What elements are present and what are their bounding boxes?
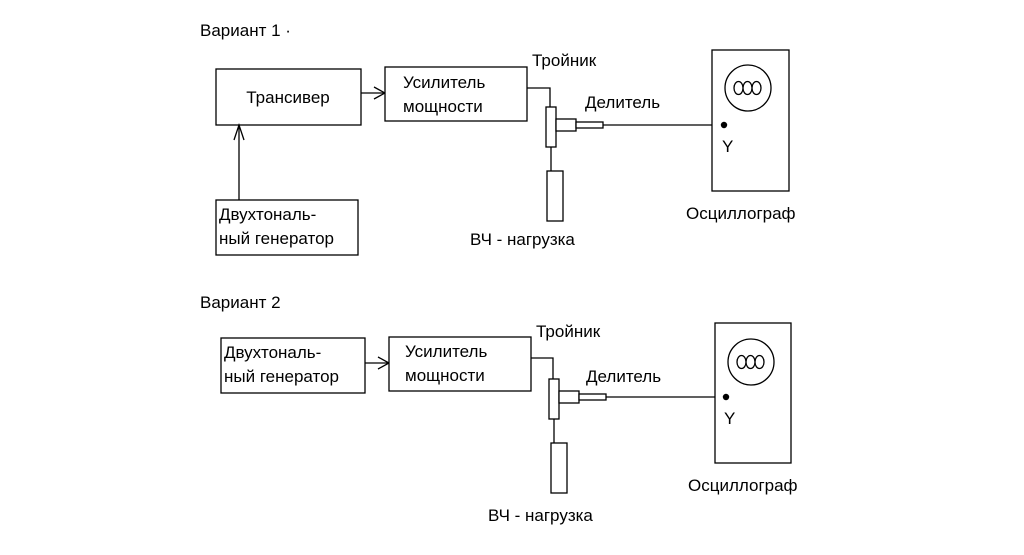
scope-input-label: Y bbox=[722, 137, 733, 156]
arrow-head bbox=[233, 122, 245, 141]
oscilloscope-label: Осциллограф bbox=[686, 204, 796, 223]
variant-2: Вариант 2 Двухтональ- ный генератор Усил… bbox=[200, 293, 798, 525]
rf-load-box bbox=[550, 442, 568, 494]
variant-2-title: Вариант 2 bbox=[200, 293, 281, 312]
tee-horizontal bbox=[555, 118, 577, 132]
tee-label: Тройник bbox=[532, 51, 597, 70]
amplifier-label-line2: мощности bbox=[405, 366, 485, 385]
amplifier-label-line1: Усилитель bbox=[403, 73, 485, 92]
rf-load-label: ВЧ - нагрузка bbox=[470, 230, 575, 249]
wire-amplifier-to-tee bbox=[531, 357, 554, 379]
scope-input-label: Y bbox=[724, 409, 735, 428]
generator-label-line1: Двухтональ- bbox=[219, 205, 316, 224]
oscilloscope-screen bbox=[724, 64, 772, 112]
transceiver-label: Трансивер bbox=[246, 88, 329, 107]
rf-load-box bbox=[546, 170, 564, 222]
variant-1-title: Вариант 1 · bbox=[200, 21, 291, 40]
divider-label: Делитель bbox=[585, 93, 660, 112]
input-terminal bbox=[722, 393, 730, 401]
tee-label: Тройник bbox=[536, 322, 601, 341]
oscilloscope-label: Осциллограф bbox=[688, 476, 798, 495]
amplifier-label-line1: Усилитель bbox=[405, 342, 487, 361]
lissajous-icon bbox=[736, 354, 765, 370]
lissajous-icon bbox=[733, 80, 762, 96]
tee-horizontal bbox=[558, 390, 580, 404]
rf-load-label: ВЧ - нагрузка bbox=[488, 506, 593, 525]
amplifier-label-line2: мощности bbox=[403, 97, 483, 116]
tee-vertical bbox=[548, 378, 560, 420]
oscilloscope-box bbox=[711, 49, 790, 192]
transceiver-box bbox=[215, 68, 362, 126]
generator-box bbox=[215, 199, 359, 256]
oscilloscope-box bbox=[714, 322, 792, 464]
input-terminal bbox=[720, 121, 728, 129]
wire-amplifier-to-tee bbox=[527, 87, 551, 107]
divider-body bbox=[578, 393, 607, 401]
generator-label-line2: ный генератор bbox=[219, 229, 334, 248]
oscilloscope-screen bbox=[727, 338, 775, 386]
generator-label-line2: ный генератор bbox=[224, 367, 339, 386]
amplifier-box bbox=[384, 66, 528, 122]
generator-label-line1: Двухтональ- bbox=[224, 343, 321, 362]
tee-vertical bbox=[545, 106, 557, 148]
amplifier-box bbox=[388, 336, 532, 392]
variant-1: Вариант 1 · Трансивер Усилитель мощности… bbox=[200, 21, 796, 256]
divider-body bbox=[575, 121, 604, 129]
generator-box bbox=[220, 337, 366, 394]
divider-label: Делитель bbox=[586, 367, 661, 386]
